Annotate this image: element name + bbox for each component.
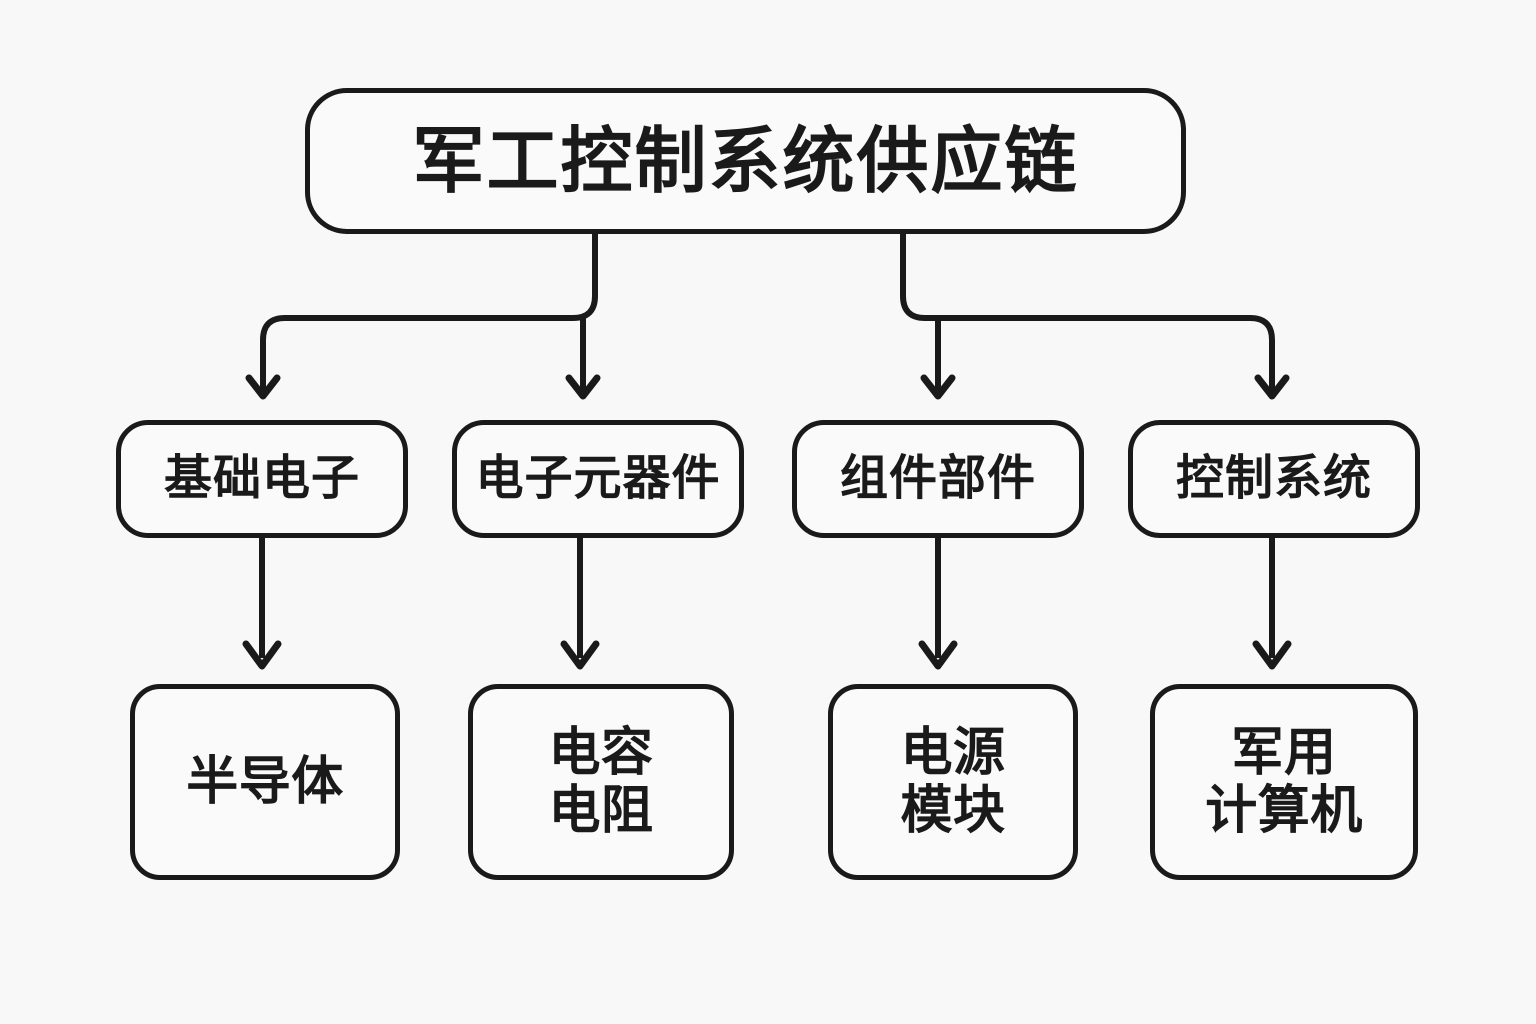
node-control-systems-label: 控制系统 [1175,450,1372,507]
node-capacitor-resistor[interactable]: 电容 电阻 [468,684,734,880]
node-semiconductor-label: 半导体 [186,751,344,812]
node-root[interactable]: 军工控制系统供应链 [305,88,1186,234]
node-basic-electronics[interactable]: 基础电子 [116,420,408,538]
node-military-computer[interactable]: 军用 计算机 [1150,684,1418,880]
node-control-systems[interactable]: 控制系统 [1128,420,1420,538]
node-electronic-components-label: 电子元器件 [475,450,721,507]
arrowhead-to-electronic-components [565,374,601,400]
arrowhead-to-power-module [918,640,958,670]
node-assemblies-parts[interactable]: 组件部件 [792,420,1084,538]
node-power-module-label: 电源 模块 [900,722,1006,841]
node-power-module[interactable]: 电源 模块 [828,684,1078,880]
node-basic-electronics-label: 基础电子 [163,450,360,507]
arrowhead-to-assemblies-parts [920,374,956,400]
arrowhead-to-military-computer [1252,640,1292,670]
arrowhead-to-control-systems [1254,374,1290,400]
edge-root-right-stem [900,234,1275,372]
node-assemblies-parts-label: 组件部件 [839,450,1036,507]
edge-root-left-stem [260,234,598,372]
node-capacitor-resistor-label: 电容 电阻 [548,722,654,841]
arrowhead-to-capacitor-resistor [560,640,600,670]
node-semiconductor[interactable]: 半导体 [130,684,400,880]
node-electronic-components[interactable]: 电子元器件 [452,420,744,538]
arrowhead-to-semiconductor [242,640,282,670]
arrowhead-to-basic-electronics [245,374,281,400]
node-root-label: 军工控制系统供应链 [412,118,1079,203]
node-military-computer-label: 军用 计算机 [1205,722,1363,841]
